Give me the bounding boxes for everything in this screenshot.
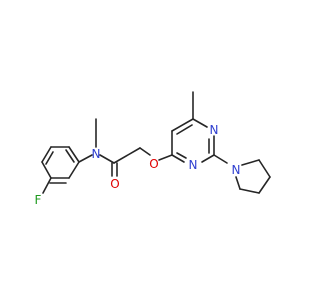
carbonyl-oxygen-atom: O: [110, 177, 119, 191]
bonds: [41, 91, 271, 194]
bond: [171, 118, 194, 132]
pyrrolidine-nitrogen-atom: N: [232, 163, 241, 177]
atom-label-n-pyrrolidine: N: [232, 163, 241, 177]
bond: [139, 147, 151, 156]
bond: [258, 159, 271, 178]
bond: [201, 154, 215, 163]
bond: [176, 152, 187, 159]
atom-label-n-pyrimidine-upper: N: [210, 123, 219, 137]
molecule-structure: F N O O N N N: [35, 91, 271, 207]
bond: [113, 147, 141, 164]
ether-oxygen-atom: O: [149, 157, 158, 171]
bond: [171, 154, 185, 163]
bond: [45, 151, 54, 165]
bond: [192, 118, 208, 128]
bond: [65, 149, 75, 163]
atom-labels: F N O O N N N: [35, 123, 241, 207]
bond: [99, 154, 115, 164]
pyrimidine-nitrogen-atom: N: [189, 158, 198, 172]
bond: [239, 188, 260, 194]
atom-label-o-ether: O: [149, 157, 158, 171]
bond: [213, 154, 228, 164]
bond: [241, 159, 260, 166]
atom-label-o-carbonyl: O: [110, 177, 119, 191]
bond: [41, 161, 52, 179]
bond: [68, 161, 80, 179]
amide-nitrogen-atom: N: [92, 147, 101, 161]
bond: [42, 177, 52, 194]
pyrimidine-nitrogen-atom: N: [210, 123, 219, 137]
atom-label-n-pyrimidine-lower: N: [189, 158, 198, 172]
bond: [235, 176, 241, 190]
bond: [41, 146, 52, 163]
bond: [78, 154, 93, 163]
bond: [68, 146, 80, 163]
atom-label-f: F: [35, 193, 42, 207]
fluorine-atom: F: [35, 193, 42, 207]
bond: [176, 124, 193, 135]
bond: [258, 176, 271, 194]
atom-label-n-amide: N: [92, 147, 101, 161]
bond: [158, 154, 173, 161]
